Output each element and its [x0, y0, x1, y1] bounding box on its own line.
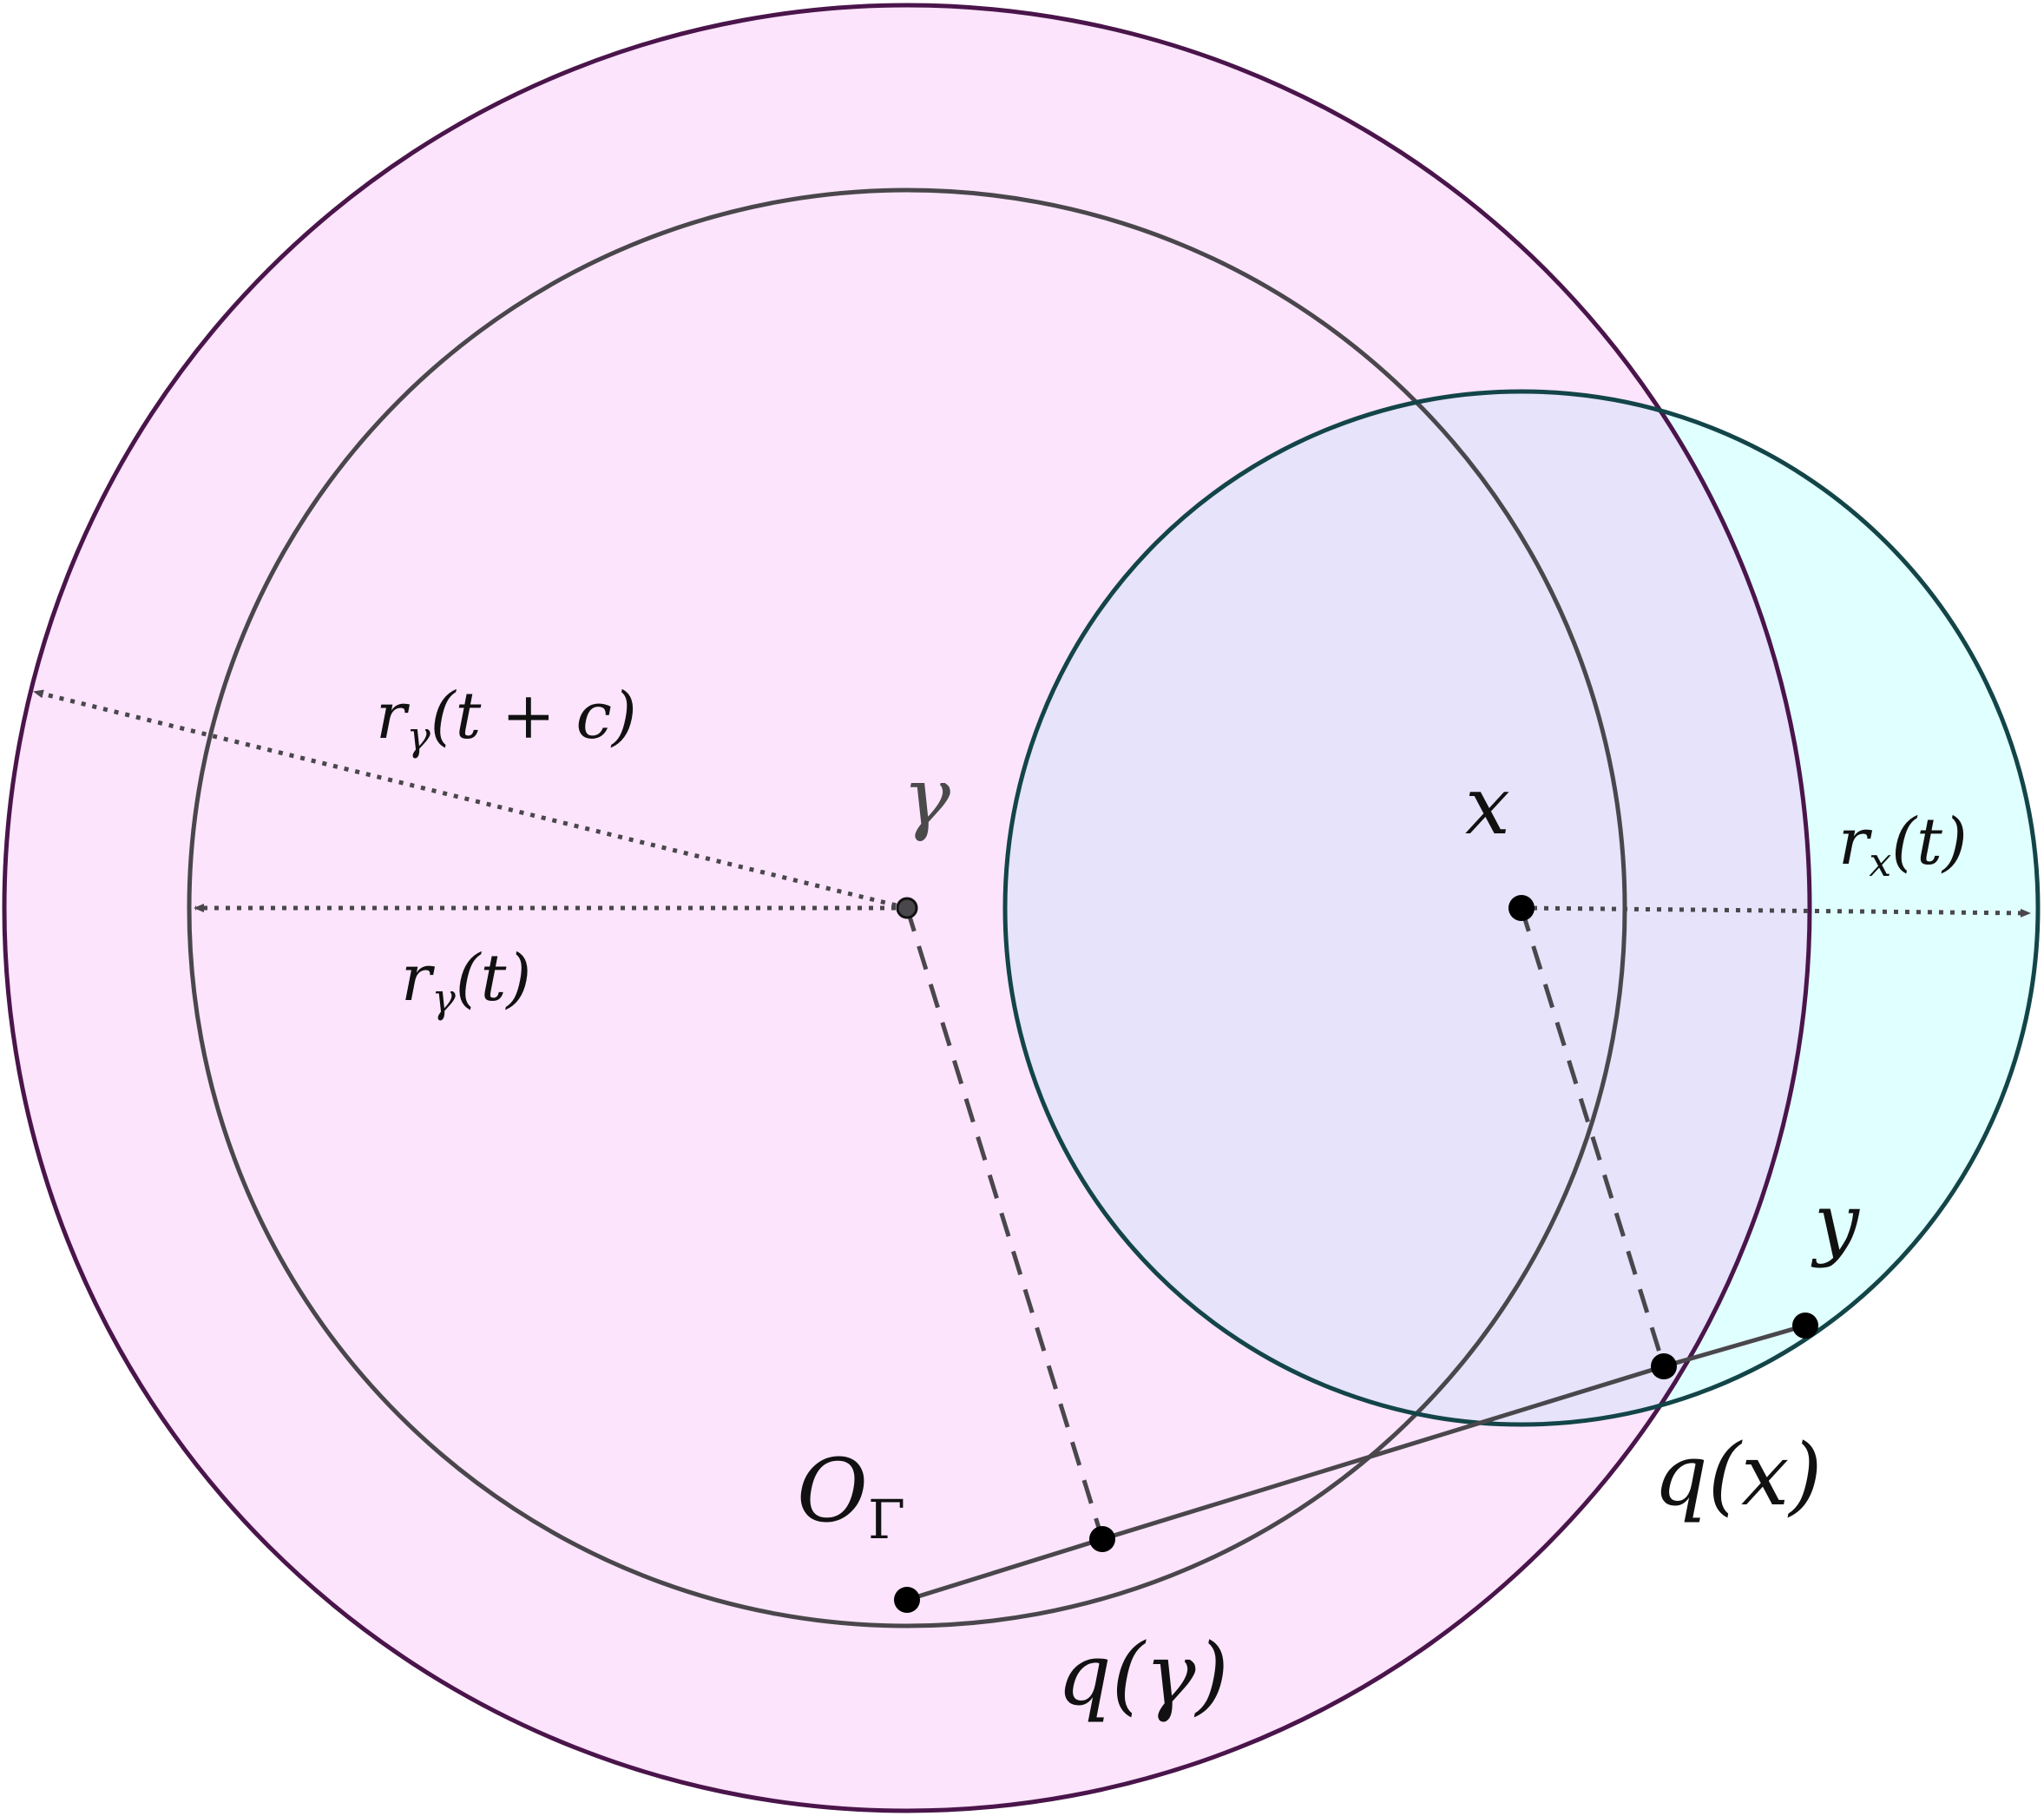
label-r-gamma-t-arg: (t): [456, 941, 531, 1016]
point-q-gamma: [1089, 1526, 1115, 1552]
label-y: y: [1811, 1176, 1860, 1269]
label-origin: OΓ: [797, 1440, 905, 1551]
label-r-gamma-t: rγ(t): [401, 941, 531, 1022]
point-origin: [894, 1587, 920, 1613]
label-origin-main: O: [797, 1440, 868, 1542]
projection-line-x: [1519, 907, 1666, 1367]
label-q-x: q(x): [1653, 1426, 1822, 1525]
x-ball-circle: [1002, 389, 2041, 1427]
outer-ball-circle: [2, 3, 1812, 1813]
radius-arrow-r-gamma-t-plus-c: [33, 689, 908, 911]
point-gamma: [896, 897, 918, 919]
projection-line-gamma: [904, 907, 1105, 1540]
label-r-x-t-main: r: [1838, 805, 1873, 879]
label-r-gamma-t-plus-c-main: r: [376, 679, 411, 753]
point-q-x: [1651, 1353, 1677, 1379]
label-r-x-t: rx(t): [1838, 805, 1968, 885]
label-gamma: γ: [903, 751, 951, 844]
label-q-gamma: q(γ): [1057, 1626, 1229, 1725]
label-x: x: [1465, 760, 1510, 852]
label-r-gamma-t-sub: γ: [431, 975, 456, 1022]
label-r-x-t-sub: x: [1869, 839, 1891, 885]
point-y: [1792, 1313, 1818, 1339]
geodesic-path: [906, 1323, 1806, 1602]
label-r-x-t-arg: (t): [1891, 805, 1967, 879]
label-r-gamma-t-plus-c-sub: γ: [406, 713, 430, 760]
label-r-gamma-t-plus-c-arg: (t + c): [430, 679, 637, 753]
label-origin-sub: Γ: [868, 1488, 905, 1551]
label-r-gamma-t-plus-c: rγ(t + c): [376, 679, 637, 760]
point-x: [1508, 895, 1535, 921]
label-r-gamma-t-main: r: [401, 941, 436, 1016]
